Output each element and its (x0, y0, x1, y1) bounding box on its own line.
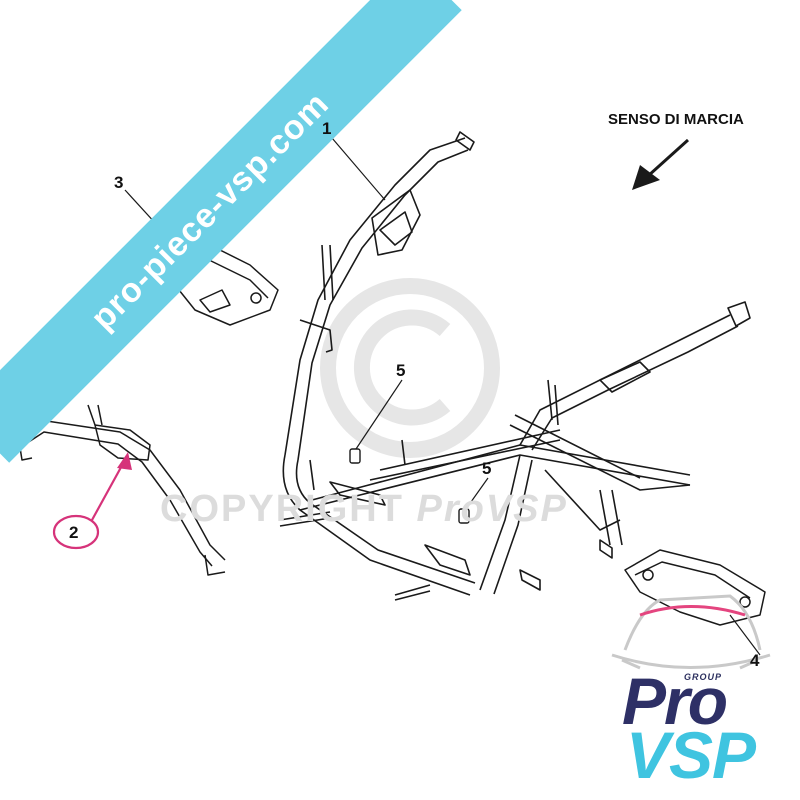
logo-vsp: VSP (626, 718, 756, 792)
bracket-part-4 (624, 549, 766, 626)
copyright-watermark: COPYRIGHT ProVSP (160, 488, 568, 531)
callout-2: 2 (69, 523, 79, 542)
car-outline-icon (611, 594, 771, 670)
callout-3: 3 (114, 173, 124, 192)
watermark-brand: ProVSP (416, 488, 568, 530)
logo-group: GROUP (684, 672, 723, 682)
logo-pro: Pro (622, 664, 728, 738)
arrow-down-left-icon (632, 138, 690, 190)
highlight-callout-2 (52, 452, 132, 550)
callout-1: 1 (322, 119, 332, 138)
copyright-icon (320, 278, 500, 458)
bolt-part (349, 448, 470, 524)
main-frame-part (279, 131, 751, 601)
watermark-prefix: COPYRIGHT (160, 488, 404, 530)
callout-5b: 5 (482, 459, 492, 478)
direction-label: SENSO DI MARCIA (608, 111, 744, 128)
callout-4: 4 (750, 651, 760, 670)
callout-5a: 5 (396, 361, 406, 380)
